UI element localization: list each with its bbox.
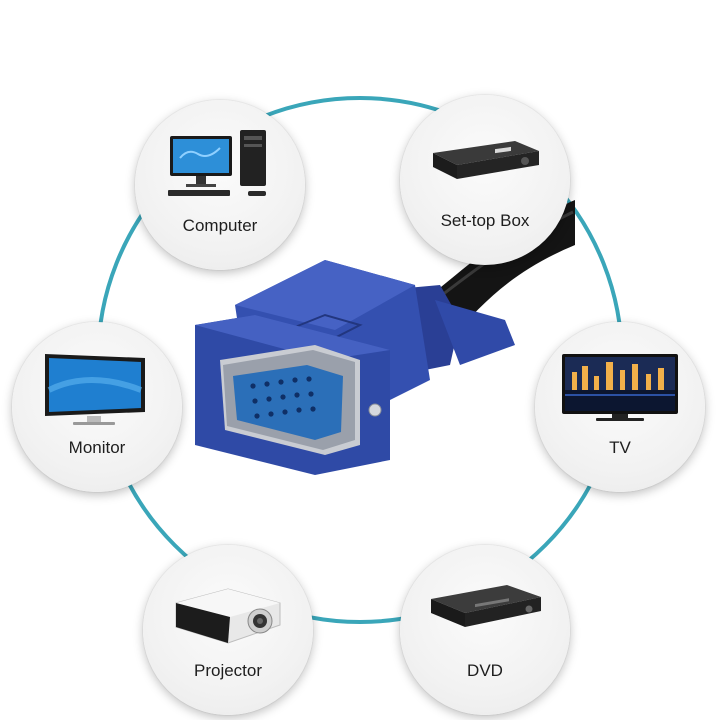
projector-icon	[175, 588, 281, 644]
device-label-monitor: Monitor	[68, 438, 126, 457]
device-projector: Projector	[143, 545, 313, 715]
device-monitor: Monitor	[12, 322, 182, 492]
vga-connector-image	[195, 200, 575, 475]
device-label-dvd: DVD	[467, 661, 503, 680]
device-label-settop-box: Set-top Box	[440, 211, 530, 230]
computer-icon	[168, 130, 266, 196]
device-label-tv: TV	[609, 438, 631, 457]
tv-icon	[562, 354, 678, 421]
device-label-projector: Projector	[193, 661, 263, 680]
device-label-computer: Computer	[182, 216, 258, 235]
settop-box-icon	[433, 141, 539, 179]
device-tv: TV	[535, 322, 705, 492]
dvd-player-icon	[431, 585, 541, 627]
device-settop-box: Set-top Box	[400, 95, 570, 265]
monitor-icon	[45, 354, 145, 425]
device-dvd: DVD	[400, 545, 570, 715]
device-computer: Computer	[135, 100, 305, 270]
